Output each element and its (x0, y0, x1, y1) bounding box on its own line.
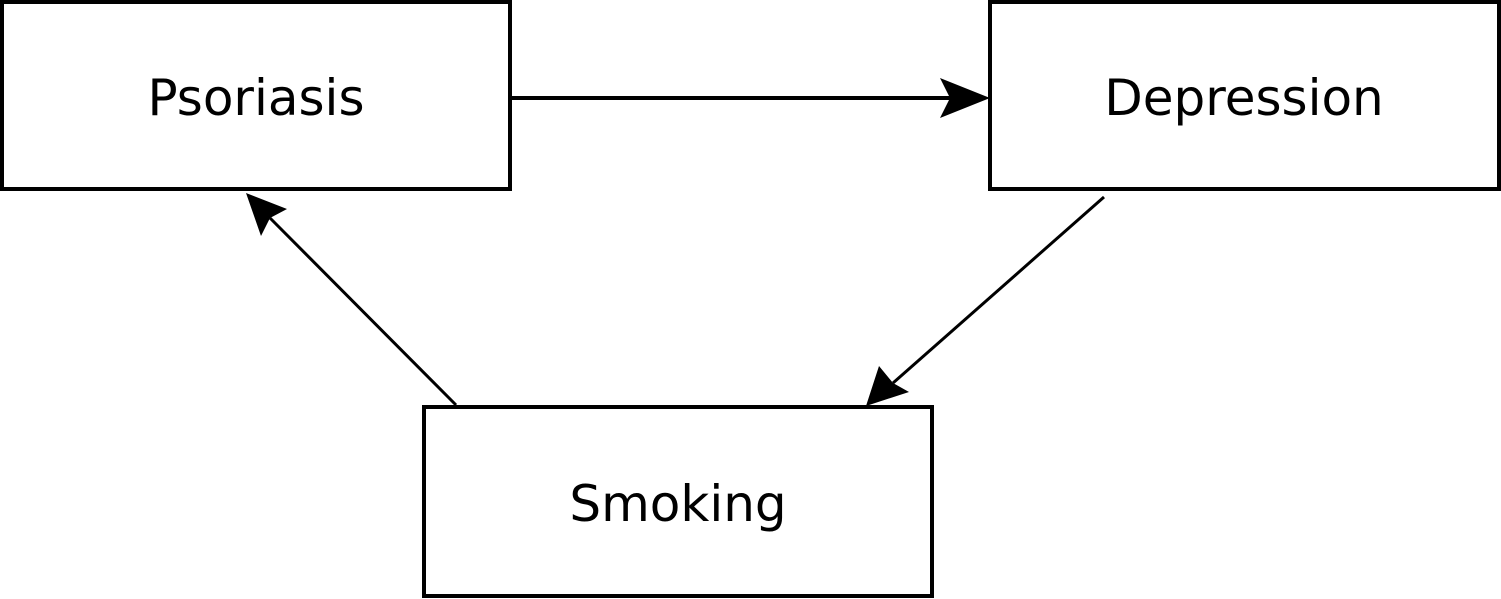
node-depression: Depression (988, 0, 1501, 191)
node-smoking: Smoking (422, 405, 934, 598)
node-depression-label: Depression (1104, 69, 1384, 127)
node-psoriasis-label: Psoriasis (148, 69, 365, 127)
node-smoking-label: Smoking (569, 475, 786, 533)
edge-psoriasis-to-depression-arrowhead (940, 78, 990, 118)
node-smoking-box (422, 405, 934, 598)
node-depression-box (988, 0, 1501, 191)
edge-smoking-to-psoriasis-line (268, 216, 458, 407)
edge-psoriasis-to-depression (510, 78, 990, 118)
edge-depression-to-smoking (866, 195, 1105, 406)
edge-smoking-to-psoriasis (246, 193, 458, 407)
node-psoriasis: Psoriasis (0, 0, 512, 191)
node-psoriasis-box (0, 0, 512, 191)
edge-depression-to-smoking-arrowhead (866, 366, 909, 406)
edge-depression-to-smoking-line (892, 195, 1105, 385)
edge-smoking-to-psoriasis-arrowhead (246, 193, 287, 236)
